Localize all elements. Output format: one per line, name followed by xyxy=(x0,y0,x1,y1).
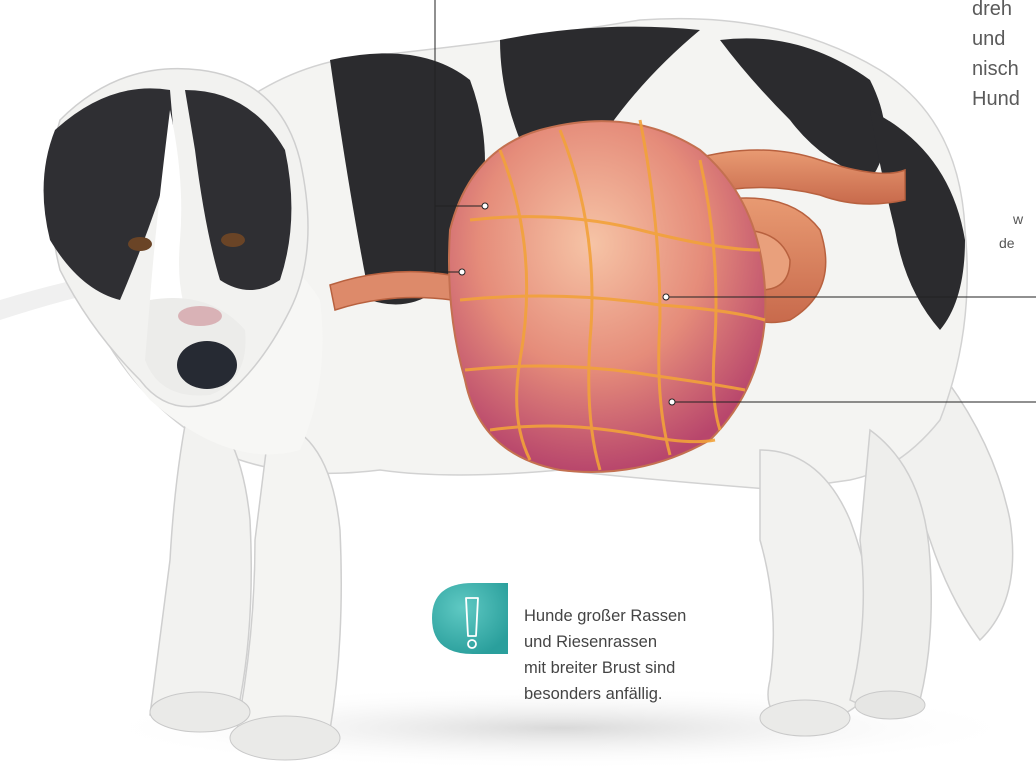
warning-badge xyxy=(432,583,508,654)
callout-dot-4 xyxy=(669,399,675,405)
callout-text-middle: w de xyxy=(1013,207,1036,255)
dog-nose xyxy=(177,341,237,389)
callout-text-line: Hund xyxy=(972,84,1036,114)
callout-text-top: dreh und nisch Hund xyxy=(972,0,1036,114)
exclamation-icon xyxy=(432,583,508,654)
dog-eye-right xyxy=(221,233,245,247)
callout-dot-1 xyxy=(482,203,488,209)
callout-text-line: w xyxy=(1013,207,1036,231)
warning-text-line: Hunde großer Rassen xyxy=(524,603,764,629)
warning-text-line: besonders anfällig. xyxy=(524,681,764,707)
callout-text-line: nisch xyxy=(972,54,1036,84)
warning-text: Hunde großer Rassen und Riesenrassen mit… xyxy=(524,603,764,707)
callout-dot-2 xyxy=(459,269,465,275)
callout-text-line: und xyxy=(972,24,1036,54)
warning-text-line: mit breiter Brust sind xyxy=(524,655,764,681)
callout-dot-3 xyxy=(663,294,669,300)
warning-text-line: und Riesenrassen xyxy=(524,629,764,655)
callout-text-line: de xyxy=(999,231,1036,255)
callout-text-line: dreh xyxy=(972,0,1036,24)
stomach xyxy=(449,120,765,472)
dog-eye-left xyxy=(128,237,152,251)
